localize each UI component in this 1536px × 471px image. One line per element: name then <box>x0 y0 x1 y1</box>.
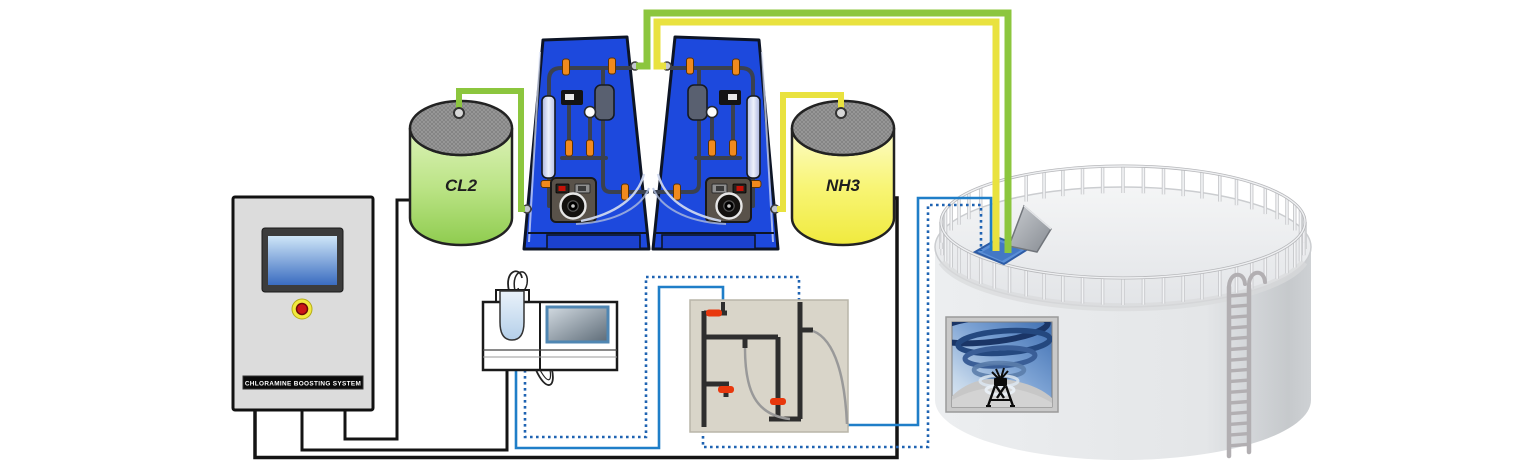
roof-rim-shading <box>938 259 1308 312</box>
feeder-valves <box>540 57 629 201</box>
mixer-inset <box>945 316 1059 413</box>
red-valve-3 <box>770 398 786 405</box>
feeder-base <box>546 234 641 250</box>
cl2-label: CL2 <box>445 176 478 195</box>
panel-screen <box>268 236 337 285</box>
analyzer <box>481 270 619 386</box>
nh3-tank: NH3 <box>790 99 896 247</box>
sample-line-panel-to-tank <box>847 196 993 427</box>
sample-return-analyzer-to-panel <box>523 275 801 439</box>
power-button[interactable] <box>295 302 309 316</box>
nh3-supply-pipe <box>777 92 844 212</box>
nh3-solution-pipe-to-tank <box>653 18 1000 251</box>
sample-return-panel-to-tank <box>701 203 983 449</box>
sample-hose-1 <box>743 347 791 421</box>
water-storage-tank <box>934 164 1312 460</box>
cl2-supply-pipe <box>456 88 525 212</box>
control-panel: CHLORAMINE BOOSTING SYSTEM <box>231 195 375 412</box>
nh3-cap-port <box>835 107 847 119</box>
panel-nameplate <box>242 375 364 390</box>
sight-glass <box>583 105 597 119</box>
cl2-solution-pipe-to-tank <box>636 9 1012 253</box>
gas-filter <box>594 84 615 121</box>
hatch-lid-edge <box>1023 205 1052 230</box>
nh3-label: NH3 <box>826 176 861 195</box>
red-valve-2 <box>718 386 734 393</box>
gas-pipes <box>453 9 1012 253</box>
flex-hose-1 <box>580 173 646 223</box>
rotameter <box>541 95 556 179</box>
red-valve-1 <box>706 309 722 317</box>
tank-ladder <box>1226 270 1267 459</box>
vacuum-regulator <box>550 177 597 223</box>
sample-hose-2 <box>812 329 849 425</box>
signal-wire-tank-scale-cl2 <box>343 198 411 441</box>
analyzer-drain-loop-2 <box>539 369 552 381</box>
inset-floor-highlight <box>952 387 1052 407</box>
probe-cable-1 <box>507 270 523 292</box>
cl2-cap-port <box>453 107 465 119</box>
tank-railing <box>939 164 1307 305</box>
signal-wire-analyzer <box>300 364 509 452</box>
submersible-mixer <box>986 367 1015 407</box>
cl2-tank: CL2 <box>408 99 514 247</box>
gas-feeder-right <box>651 35 783 251</box>
analyzer-probe <box>499 290 525 341</box>
feeder-label-window <box>565 94 574 100</box>
sample-line-analyzer-to-panel <box>514 285 725 450</box>
analyzer-screen <box>545 305 610 344</box>
flex-hose-2 <box>575 187 650 225</box>
sample-piping-panel <box>689 299 849 433</box>
analyzer-drain-loop <box>535 369 554 386</box>
panel-nameplate-label: CHLORAMINE BOOSTING SYSTEM <box>245 381 361 388</box>
gas-feeder-left <box>521 35 651 251</box>
